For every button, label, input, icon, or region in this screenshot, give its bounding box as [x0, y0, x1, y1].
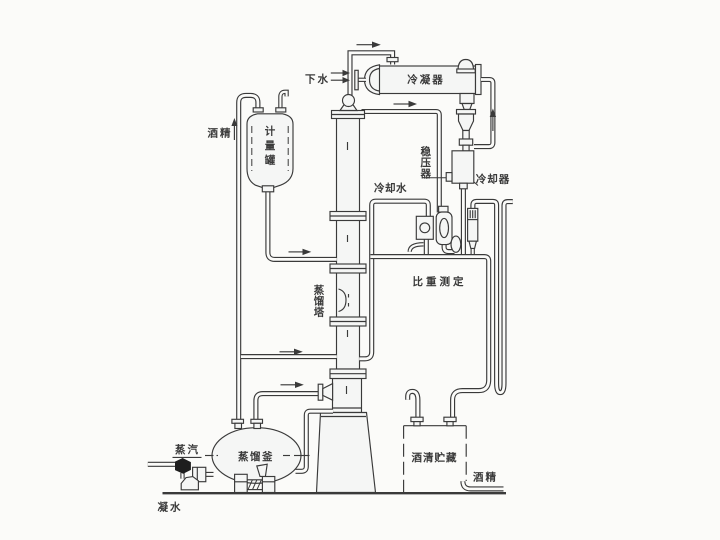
label-condenser: 冷凝器 — [407, 73, 445, 86]
up-flow-arrow — [231, 118, 238, 140]
label-distillation-column: 蒸馏塔 — [313, 284, 325, 319]
gravity-measurement-devices — [415, 205, 479, 253]
storage-tank — [403, 416, 467, 493]
label-pressure-stabilizer: 稳压器 — [420, 145, 432, 180]
label-alcohol-outlet: 酒精 — [473, 471, 498, 484]
label-gravity-measurement: 比重测定 — [413, 275, 467, 288]
label-cooling-water: 冷却水 — [374, 182, 407, 195]
seal-loop-pipe — [470, 198, 513, 396]
float-chamber-device — [435, 211, 453, 246]
tank-bottom-pipe — [265, 191, 337, 262]
sight-glass — [338, 288, 347, 313]
condenser-fittings — [354, 56, 399, 91]
stabilizer-chain — [455, 92, 477, 152]
flow-arrows — [231, 41, 497, 388]
pipes — [147, 50, 513, 492]
label-steam: 蒸汽 — [175, 443, 200, 456]
label-alcohol-storage: 酒清贮藏 — [412, 451, 458, 464]
distillation-column — [315, 115, 377, 494]
label-measuring-tank: 计量罐 — [264, 125, 276, 167]
drain-water-arrow — [330, 69, 350, 77]
steam-valve — [175, 458, 191, 474]
funnel-flange — [317, 383, 324, 401]
right-flow-arrow — [288, 248, 312, 256]
labels: 下水 冷凝器 稳压器 冷却器 冷却水 比重测定 蒸馏塔 计量罐 酒精 蒸汽 蒸馏… — [158, 72, 511, 513]
right-flow-arrow — [356, 41, 381, 48]
kettle-fittings — [205, 418, 310, 494]
kettle-leg — [261, 475, 276, 494]
label-distillation-kettle: 蒸馏釜 — [238, 450, 274, 463]
drain-water-arrow — [330, 77, 350, 84]
label-alcohol-feed: 酒精 — [208, 126, 233, 139]
steam-assembly — [172, 456, 207, 491]
condenser-vessel — [363, 58, 482, 96]
sight-glass-device — [415, 215, 434, 240]
kettle-leg — [234, 473, 248, 494]
measuring-tank-vessel — [246, 113, 294, 189]
label-drain-water: 下水 — [305, 72, 330, 85]
cooler-box — [424, 150, 479, 190]
float-bulb — [450, 235, 462, 253]
label-condensate-water: 凝水 — [158, 500, 183, 513]
measuring-tank-fittings — [251, 107, 289, 193]
column-fittings — [317, 93, 367, 402]
funnel-cone — [322, 382, 334, 402]
steam-trap — [180, 475, 199, 491]
right-flow-arrow — [393, 100, 417, 108]
label-cooler: 冷却器 — [476, 173, 511, 186]
right-flow-arrow — [279, 348, 303, 355]
kettle-vapor-pipe — [253, 391, 319, 421]
up-flow-arrow — [489, 108, 497, 131]
right-flow-arrow — [280, 381, 304, 388]
